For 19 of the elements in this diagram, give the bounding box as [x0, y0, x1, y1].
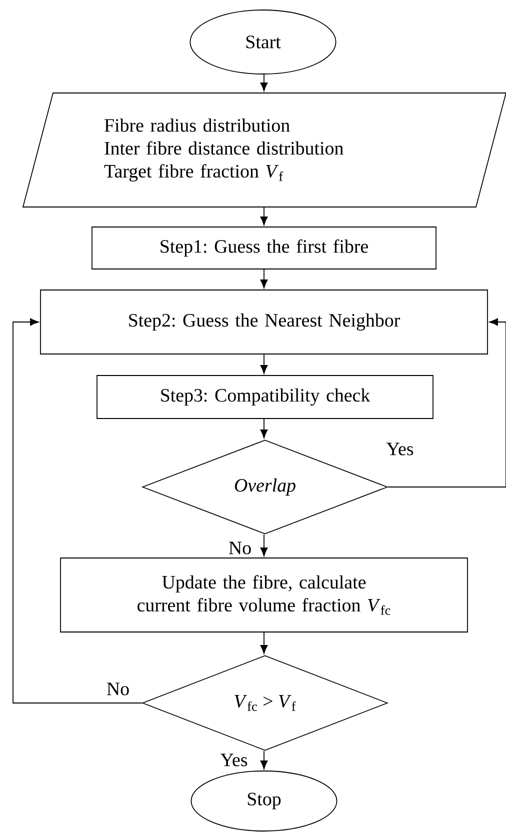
arrow	[260, 207, 268, 226]
start-oval: Start	[190, 10, 336, 74]
process-box: Step3: Compatibility check	[96, 375, 434, 419]
arrow	[260, 632, 268, 654]
edge-label: Yes	[219, 752, 249, 768]
edge-label: No	[227, 540, 253, 556]
arrow	[260, 418, 268, 438]
arrow	[260, 74, 268, 92]
arrow	[12, 318, 142, 704]
process-box: Step1: Guess the first fibre	[92, 226, 436, 270]
stop-oval: Stop	[190, 770, 338, 832]
process-box: Update the fibre, calculate current fibre volume fraction V$_{fc}$	[60, 558, 468, 632]
arrow	[260, 269, 268, 288]
arrow	[260, 534, 268, 556]
arrow	[388, 318, 506, 488]
process-box: Step2: Guess the Nearest Neighbor	[40, 290, 488, 354]
edge-label: No	[105, 682, 131, 696]
arrow	[260, 354, 268, 374]
arrow	[260, 750, 268, 770]
